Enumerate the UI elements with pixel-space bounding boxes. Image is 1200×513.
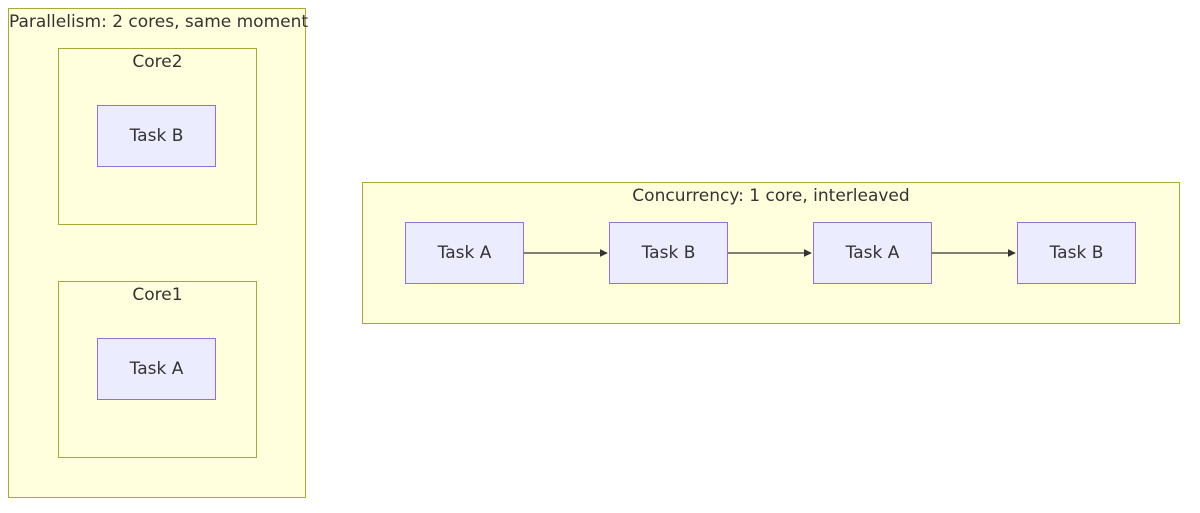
- concurrency-task-node-1[interactable]: Task A: [405, 222, 524, 284]
- concurrency-task-node-4[interactable]: Task B: [1017, 222, 1136, 284]
- core2-title: Core2: [132, 52, 183, 72]
- core1-task-a-node[interactable]: Task A: [97, 338, 216, 400]
- concurrency-task-node-3[interactable]: Task A: [813, 222, 932, 284]
- core1-title: Core1: [132, 285, 183, 305]
- core2-task-b-node[interactable]: Task B: [97, 105, 216, 167]
- concurrency-task-node-2[interactable]: Task B: [609, 222, 728, 284]
- parallelism-title: Parallelism: 2 cores, same moment: [9, 12, 309, 32]
- concurrency-title: Concurrency: 1 core, interleaved: [632, 186, 910, 206]
- core2-cluster: Core2: [58, 48, 257, 225]
